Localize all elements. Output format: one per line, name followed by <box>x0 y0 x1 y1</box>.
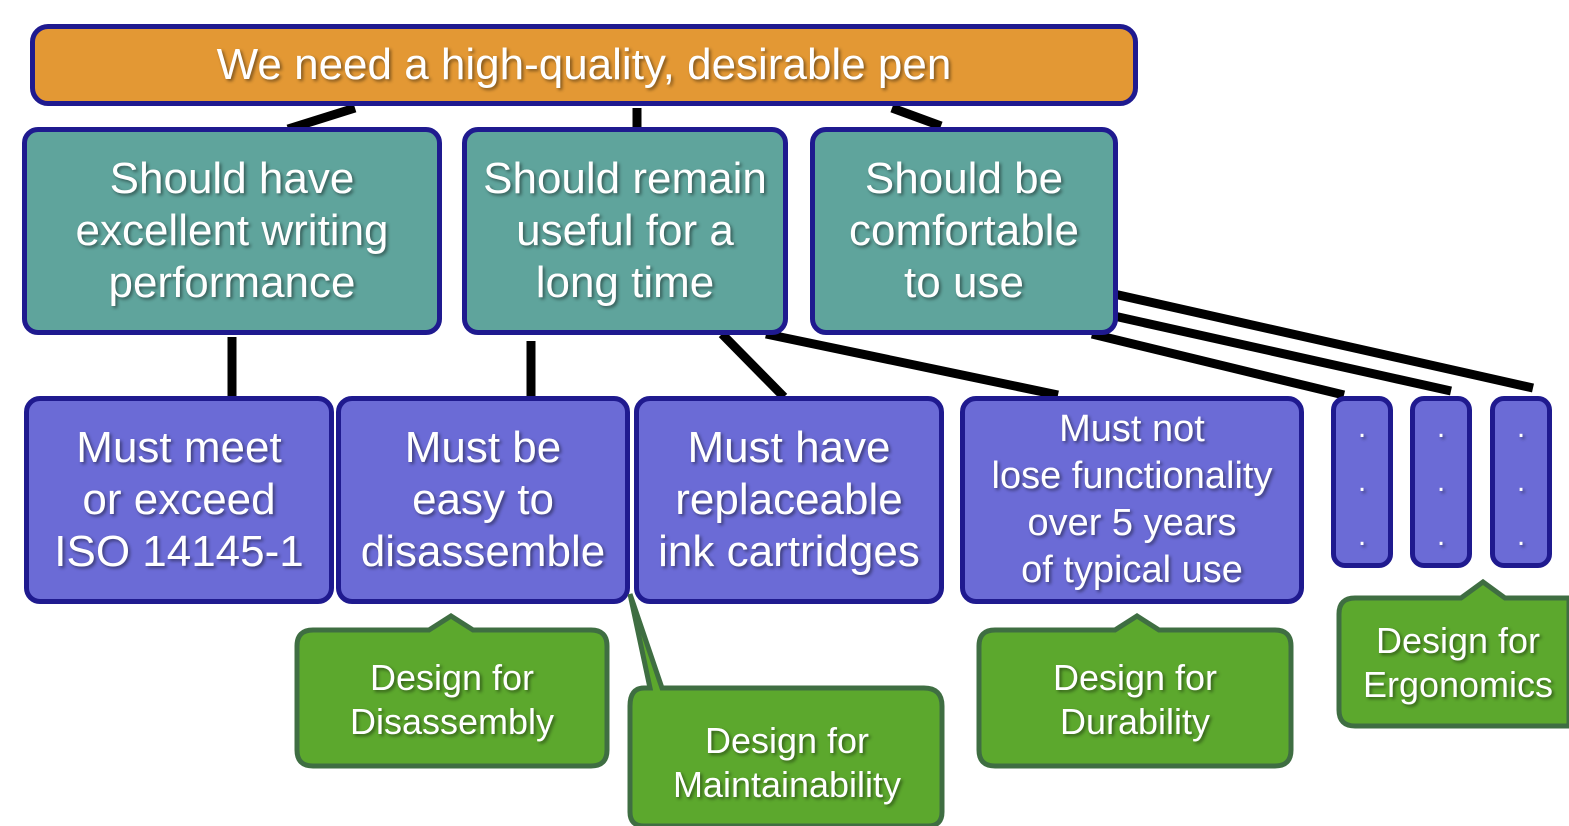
placeholder-box-3: . . . <box>1490 396 1552 568</box>
callout-disassembly: Design for Disassembly <box>293 613 611 770</box>
need-box-writing-performance: Should have excellent writing performanc… <box>22 127 442 335</box>
requirement-box-iso: Must meet or exceed ISO 14145-1 <box>24 396 334 604</box>
connector-goal-need3 <box>890 103 943 131</box>
connector-need3-dots1 <box>1090 329 1346 400</box>
callout-label: Design for Durability <box>1052 657 1218 742</box>
placeholder-box-2: . . . <box>1410 396 1472 568</box>
callout-label: Design for Ergonomics <box>1362 620 1554 705</box>
connector-need3-dots3 <box>1113 289 1534 393</box>
callout-maintainability: Design for Maintainability <box>626 590 948 826</box>
connector-need2-req3 <box>718 330 788 401</box>
connector-need3-dots2 <box>1113 311 1452 396</box>
connector-goal-need1 <box>286 103 357 134</box>
need-box-comfortable: Should be comfortable to use <box>810 127 1118 335</box>
callout-durability: Design for Durability <box>975 613 1295 770</box>
requirement-box-disassemble: Must be easy to disassemble <box>336 396 630 604</box>
callout-shape <box>1336 578 1569 729</box>
requirement-box-replaceable-cartridges: Must have replaceable ink cartridges <box>634 396 944 604</box>
callout-label: Design for Disassembly <box>349 657 555 742</box>
callout-ergonomics: Design for Ergonomics <box>1335 578 1569 730</box>
placeholder-box-1: . . . <box>1331 396 1393 568</box>
callout-shape <box>976 613 1294 769</box>
requirement-box-durability: Must not lose functionality over 5 years… <box>960 396 1304 604</box>
callout-shape <box>294 613 610 769</box>
callout-label: Design for Maintainability <box>672 720 902 805</box>
connector-need2-req4 <box>765 329 1059 400</box>
need-box-long-lasting: Should remain useful for a long time <box>462 127 788 335</box>
goal-box: We need a high-quality, desirable pen <box>30 24 1138 106</box>
